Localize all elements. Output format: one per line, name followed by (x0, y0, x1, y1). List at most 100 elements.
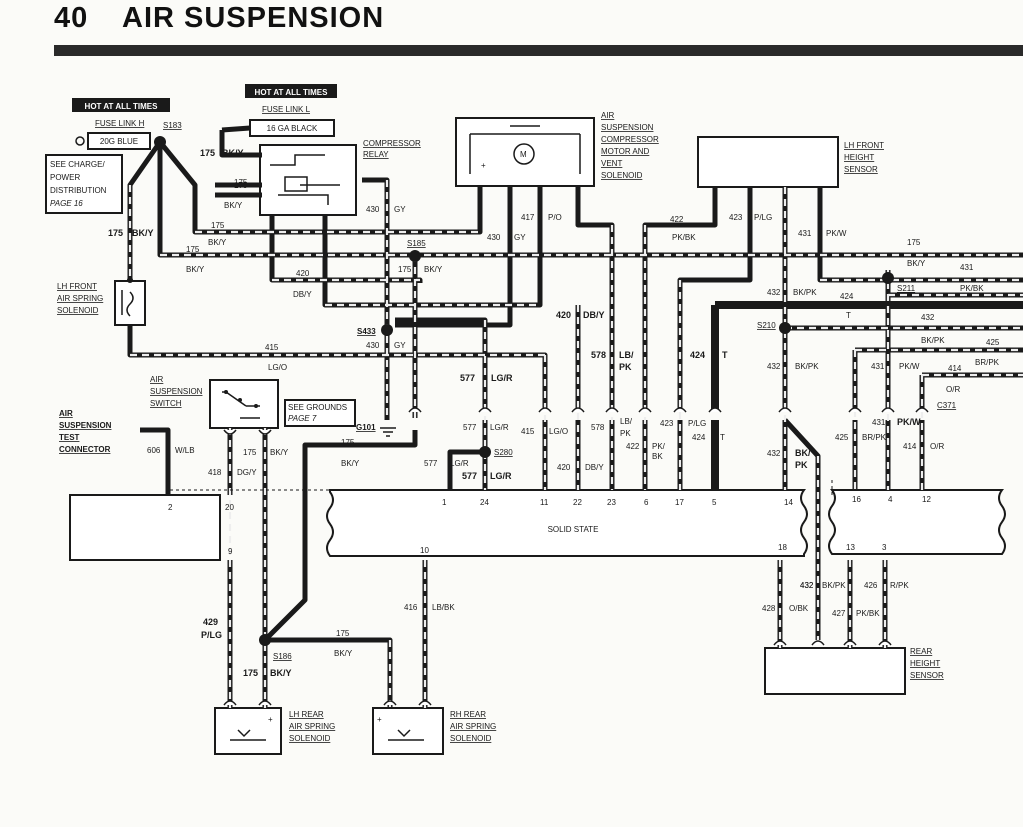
svg-text:PK/BK: PK/BK (672, 233, 696, 242)
svg-text:175: 175 (336, 629, 350, 638)
svg-text:O/BK: O/BK (789, 604, 809, 613)
svg-text:429: 429 (203, 617, 218, 627)
svg-text:PK/W: PK/W (826, 229, 847, 238)
pin-16: 16 (852, 495, 861, 504)
switch-label-3: SWITCH (150, 399, 182, 408)
svg-text:BR/PK: BR/PK (862, 433, 887, 442)
svg-text:417: 417 (521, 213, 535, 222)
rear-height-label-2: HEIGHT (910, 659, 940, 668)
svg-text:422: 422 (626, 442, 640, 451)
see-charge-note-box (45, 154, 123, 214)
svg-text:427: 427 (832, 609, 846, 618)
svg-text:420: 420 (556, 310, 571, 320)
page-number: 40 (54, 2, 89, 34)
svg-text:424: 424 (690, 350, 705, 360)
ground-icon (380, 427, 396, 437)
svg-text:LG/R: LG/R (490, 423, 509, 432)
solid-state-module (326, 489, 808, 557)
svg-text:LB/: LB/ (619, 350, 634, 360)
rear-height-sensor-box (764, 647, 906, 695)
lhr-label-3: SOLENOID (289, 734, 331, 743)
motor-icon-glyph: M (520, 150, 527, 159)
svg-text:432: 432 (767, 362, 781, 371)
lhr-label-2: AIR SPRING (289, 722, 335, 731)
rhr-label-3: SOLENOID (450, 734, 492, 743)
svg-text:606: 606 (147, 446, 161, 455)
compressor-label-5: VENT (601, 159, 622, 168)
svg-text:HOT AT ALL TIMES: HOT AT ALL TIMES (255, 88, 329, 97)
lhf-height-label-2: HEIGHT (844, 153, 874, 162)
svg-text:430: 430 (366, 341, 380, 350)
rh-rear-spring-icon (388, 729, 424, 741)
compressor-label-4: MOTOR AND (601, 147, 650, 156)
relay-label-1: COMPRESSOR (363, 139, 421, 148)
svg-text:BR/PK: BR/PK (975, 358, 1000, 367)
svg-text:418: 418 (208, 468, 222, 477)
switch-label-2: SUSPENSION (150, 387, 203, 396)
compressor-label-3: COMPRESSOR (601, 135, 659, 144)
plus-icon-rhr: + (377, 715, 382, 724)
svg-text:P/O: P/O (548, 213, 562, 222)
svg-text:175: 175 (211, 221, 225, 230)
svg-text:431: 431 (960, 263, 974, 272)
svg-text:DB/Y: DB/Y (583, 310, 605, 320)
wire-bundle (127, 125, 1023, 708)
splice-s211: S211 (897, 284, 916, 293)
svg-text:BK/PK: BK/PK (921, 336, 945, 345)
pin-10: 10 (420, 546, 429, 555)
splice-s186: S186 (273, 652, 292, 661)
ground-g101: G101 (356, 423, 376, 432)
svg-text:432: 432 (921, 313, 935, 322)
fuse-l-spec: 16 GA BLACK (267, 124, 318, 133)
svg-text:431: 431 (871, 362, 885, 371)
splice-s183: S183 (163, 121, 182, 130)
compressor-internal (469, 125, 581, 174)
svg-text:PK/W: PK/W (899, 362, 920, 371)
svg-text:BK/Y: BK/Y (424, 265, 443, 274)
fuse-link-h-label: FUSE LINK H (95, 119, 145, 128)
svg-text:175: 175 (243, 448, 257, 457)
splice-s433: S433 (357, 327, 376, 336)
svg-text:GY: GY (394, 341, 406, 350)
svg-text:PK/BK: PK/BK (960, 284, 984, 293)
pin-18: 18 (778, 543, 787, 552)
connector-c371: C371 (937, 401, 957, 410)
svg-text:432: 432 (800, 581, 814, 590)
lhf-spring-label-3: SOLENOID (57, 306, 99, 315)
svg-text:BK/Y: BK/Y (222, 148, 244, 158)
connector-caps (223, 407, 929, 706)
rear-height-label-3: SENSOR (910, 671, 944, 680)
svg-text:T: T (720, 433, 725, 442)
svg-text:578: 578 (591, 423, 605, 432)
pin-22: 22 (573, 498, 582, 507)
svg-text:175: 175 (341, 438, 355, 447)
pin-4: 4 (888, 495, 893, 504)
lhf-height-label-1: LH FRONT (844, 141, 884, 150)
svg-text:PK/W: PK/W (897, 417, 921, 427)
svg-text:425: 425 (835, 433, 849, 442)
svg-text:175: 175 (243, 668, 258, 678)
svg-text:DB/Y: DB/Y (293, 290, 312, 299)
svg-text:DG/Y: DG/Y (237, 468, 257, 477)
pin-11: 11 (540, 498, 549, 507)
svg-text:PK: PK (619, 362, 632, 372)
pin-9: 9 (228, 547, 233, 556)
fuse-terminal-icon (75, 136, 85, 146)
svg-text:LG/R: LG/R (491, 373, 513, 383)
fuse-link-h-box (87, 132, 151, 150)
svg-text:BK/Y: BK/Y (132, 228, 154, 238)
svg-text:HOT AT ALL TIMES: HOT AT ALL TIMES (85, 102, 159, 111)
compressor-label-6: SOLENOID (601, 171, 643, 180)
pin-12: 12 (922, 495, 931, 504)
pin-23: 23 (607, 498, 616, 507)
test-conn-label-4: CONNECTOR (59, 445, 111, 454)
svg-text:BK/PK: BK/PK (822, 581, 846, 590)
svg-text:O/R: O/R (930, 442, 944, 451)
svg-text:BK: BK (652, 452, 663, 461)
svg-text:BK/Y: BK/Y (270, 668, 292, 678)
fuse-link-l-label: FUSE LINK L (262, 105, 311, 114)
svg-text:P/LG: P/LG (688, 419, 706, 428)
svg-text:W/LB: W/LB (175, 446, 195, 455)
rear-height-label-1: REAR (910, 647, 932, 656)
